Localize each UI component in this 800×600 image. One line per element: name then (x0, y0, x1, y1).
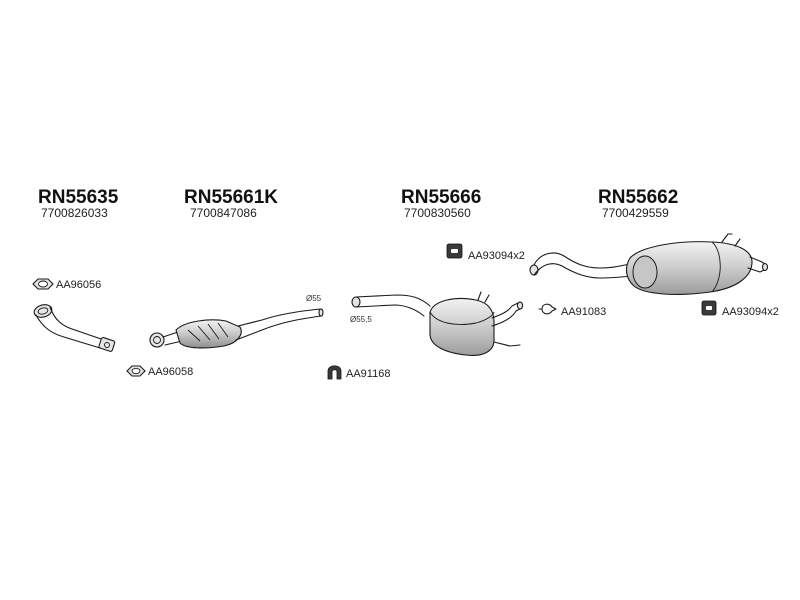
part-code: RN55635 (38, 187, 119, 208)
part-code: RN55661K (184, 187, 278, 208)
gasket-icon (32, 278, 54, 290)
part-code: RN55666 (401, 187, 481, 208)
middle-silencer-drawing: Ø55,5 (350, 291, 524, 356)
dimension-label: Ø55,5 (350, 315, 372, 324)
part-heading-4: RN55662 7700429559 (598, 187, 678, 220)
part-heading-2: RN55661K 7700847086 (184, 187, 278, 220)
part-heading-3: RN55666 7700830560 (401, 187, 481, 220)
clamp-aa91083: AA91083 (538, 303, 606, 318)
gasket-icon (126, 365, 146, 377)
part-code: RN55662 (598, 187, 678, 208)
accessory-label: AA91083 (561, 306, 606, 318)
front-pipe-drawing (33, 304, 116, 352)
hanger-rear: AA93094x2 (701, 300, 779, 318)
accessory-label: AA96058 (148, 366, 193, 378)
accessory-label: AA93094x2 (468, 250, 525, 262)
rubber-hanger-icon (446, 243, 463, 259)
rubber-hanger-icon (701, 300, 717, 316)
rear-silencer-drawing (529, 233, 769, 295)
accessory-label: AA96056 (56, 279, 101, 291)
hanger-mid: AA93094x2 (446, 243, 525, 262)
accessory-label: AA91168 (346, 368, 390, 380)
clamp-icon (327, 365, 342, 380)
gasket-aa96056: AA96056 (32, 278, 101, 291)
dimension-label: Ø55 (306, 294, 322, 303)
part-oe-number: 7700847086 (190, 206, 257, 220)
part-oe-number: 7700830560 (404, 206, 471, 220)
part-oe-number: 7700826033 (41, 206, 108, 220)
part-heading-1: RN55635 7700826033 (38, 187, 119, 220)
accessory-label: AA93094x2 (722, 306, 779, 318)
gasket-aa96058: AA96058 (126, 365, 193, 378)
catalyst-drawing: Ø55 (149, 294, 324, 349)
part-oe-number: 7700429559 (602, 206, 669, 220)
clamp-icon (538, 303, 557, 315)
clamp-aa91168: AA91168 (327, 365, 390, 380)
